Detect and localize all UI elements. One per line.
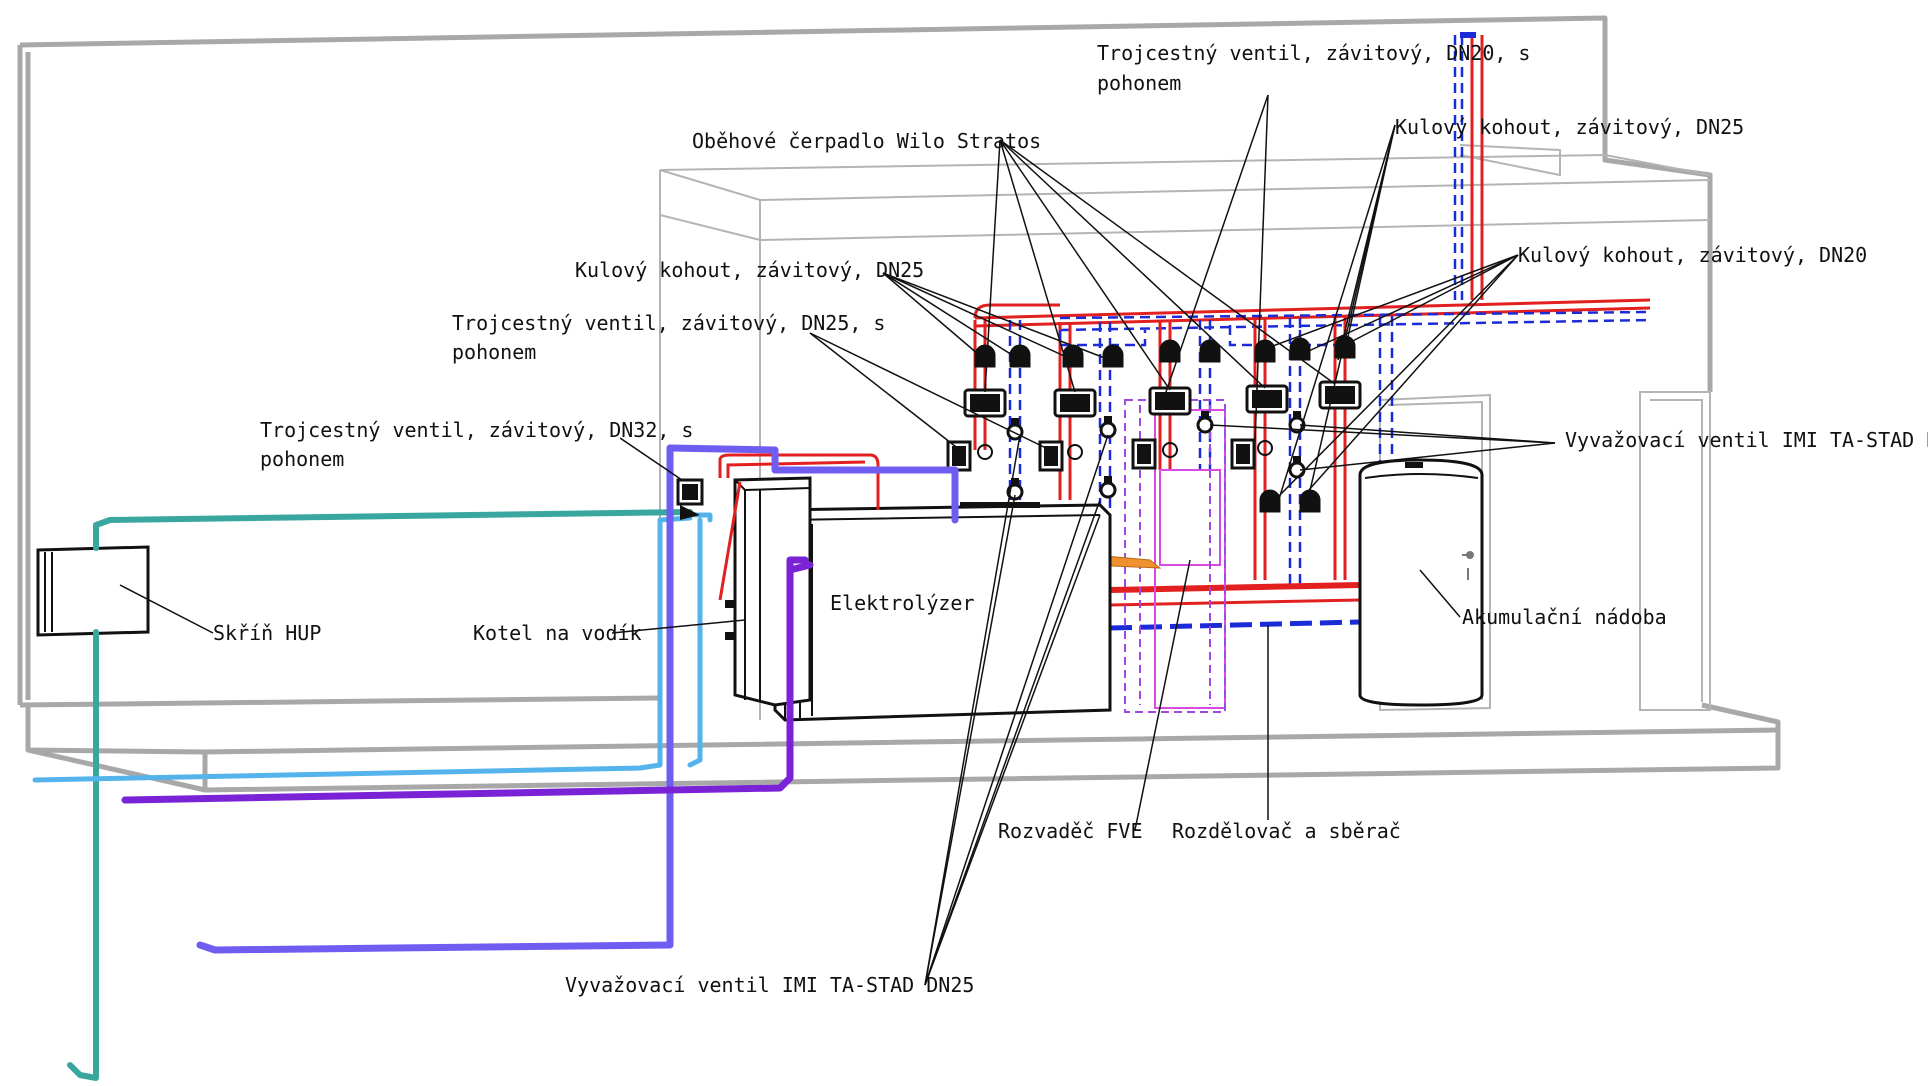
accumulation-tank: [1358, 458, 1484, 707]
hup-cabinet: [36, 545, 150, 637]
pump-icon: [1318, 380, 1362, 410]
label-elektrolyzer: Elektrolýzer: [830, 591, 975, 615]
label-akumulacni: Akumulační nádoba: [1462, 605, 1667, 629]
utility-pipes: [32, 444, 959, 1081]
three-way-valve-icon: [1230, 438, 1256, 470]
pump-icon: [1148, 386, 1192, 416]
label-kotel: Kotel na vodík: [473, 621, 642, 645]
ball-valve-icon: [1009, 344, 1031, 368]
label-trojcestny-dn25-line1: Trojcestný ventil, závitový, DN25, s: [452, 311, 885, 335]
risers: [1453, 32, 1484, 300]
ball-valve-icon: [1289, 337, 1311, 361]
balancing-valve-icon: [1196, 411, 1214, 434]
label-rozvadec: Rozvaděč FVE: [998, 819, 1143, 843]
three-way-valve-icon: [1131, 438, 1157, 470]
ball-valves-upper: [974, 335, 1356, 368]
ball-valve-icon: [1259, 489, 1281, 513]
label-rozdelovac: Rozdělovač a sběrač: [1172, 819, 1401, 843]
ball-valve-icon: [1102, 344, 1124, 368]
label-trojcestny-dn32-line1: Trojcestný ventil, závitový, DN32, s: [260, 418, 693, 442]
ball-valve-icon: [1254, 339, 1276, 363]
three-way-valves: [946, 438, 1273, 472]
balancing-valve-icon: [1006, 418, 1024, 441]
balancing-valves: [1006, 411, 1321, 513]
three-way-valve-icon: [946, 440, 972, 472]
balancing-valve-icon: [1099, 476, 1117, 499]
label-trojcestny-dn20-line1: Trojcestný ventil, závitový, DN20, s: [1097, 41, 1530, 65]
three-way-valve-dn32: [676, 478, 704, 520]
label-trojcestny-dn20-line2: pohonem: [1097, 71, 1181, 95]
label-obehove-cerpadlo: Oběhové čerpadlo Wilo Stratos: [692, 129, 1041, 153]
three-way-valve-icon: [1038, 440, 1064, 472]
leader-lines: [119, 94, 1556, 986]
label-kulovy-dn25-left: Kulový kohout, závitový, DN25: [575, 258, 924, 282]
ball-valve-icon: [1062, 344, 1084, 368]
pv-switchboard: [1103, 399, 1226, 713]
pump-icon: [1245, 384, 1289, 414]
label-kulovy-dn25-right: Kulový kohout, závitový, DN25: [1395, 115, 1744, 139]
label-trojcestny-dn25-line2: pohonem: [452, 340, 536, 364]
label-trojcestny-dn32-line2: pohonem: [260, 447, 344, 471]
pump-icon: [1053, 388, 1097, 418]
label-kulovy-dn20: Kulový kohout, závitový, DN20: [1518, 243, 1867, 267]
label-skrin-hup: Skříň HUP: [213, 621, 321, 645]
annotations: Trojcestný ventil, závitový, DN20, s poh…: [213, 41, 1928, 997]
label-vyvazovaci-dn20: Vyvažovací ventil IMI TA-STAD DN20: [1565, 428, 1928, 452]
balancing-valve-icon: [1099, 416, 1117, 439]
ball-valve-icon: [974, 344, 996, 368]
label-vyvazovaci-dn25: Vyvažovací ventil IMI TA-STAD DN25: [565, 973, 974, 997]
